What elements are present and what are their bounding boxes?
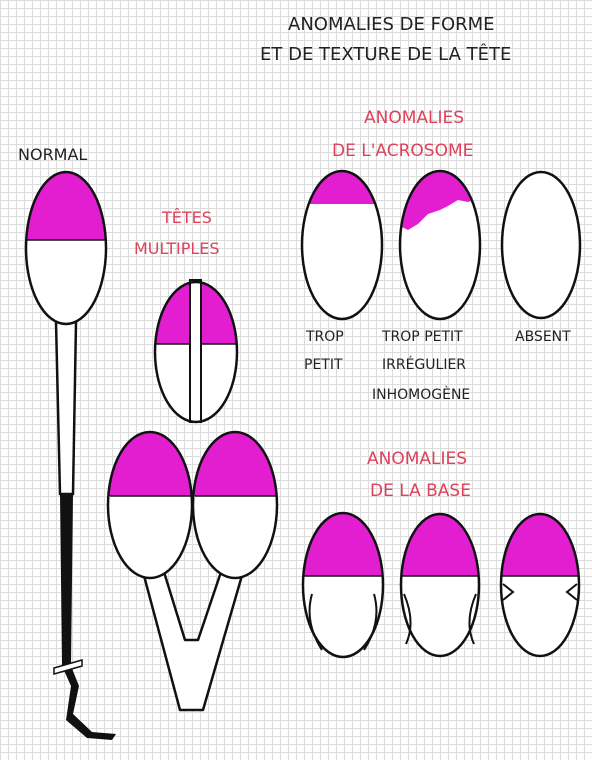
base-section-title-1: ANOMALIES: [367, 451, 467, 468]
normal-sperm: [20, 160, 116, 740]
acrosome-too-small: [296, 166, 388, 319]
acrosome-section-title-1: ANOMALIES: [364, 110, 464, 127]
twin-head-right: [189, 428, 281, 578]
label-absent: ABSENT: [515, 330, 571, 344]
multiple-heads-label-1: TÊTES: [162, 210, 212, 226]
label-too-small-2: PETIT: [304, 358, 343, 372]
twin-heads: [104, 428, 281, 710]
acrosome-section-title-2: DE L'ACROSOME: [332, 143, 473, 160]
twin-head-left: [104, 428, 196, 578]
base-section-title-2: DE LA BASE: [370, 483, 471, 500]
base-anomaly-3: [495, 508, 585, 656]
split-head: [150, 278, 242, 422]
title-line-1: ANOMALIES DE FORME: [288, 16, 495, 34]
normal-label: NORMAL: [18, 147, 87, 163]
normal-head: [20, 160, 112, 324]
label-irregular-3: INHOMOGÈNE: [372, 388, 470, 402]
normal-tail: [54, 322, 116, 740]
acrosome-irregular: [394, 166, 490, 319]
multiple-heads-label-2: MULTIPLES: [134, 241, 220, 257]
base-anomaly-1: [297, 508, 389, 657]
base-anomaly-2: [395, 508, 485, 656]
title-line-2: ET DE TEXTURE DE LA TÊTE: [260, 46, 511, 64]
label-irregular-1: TROP PETIT: [382, 330, 463, 344]
acrosome-absent: [502, 172, 580, 318]
label-irregular-2: IRRÉGULIER: [382, 358, 466, 372]
label-too-small-1: TROP: [306, 330, 344, 344]
